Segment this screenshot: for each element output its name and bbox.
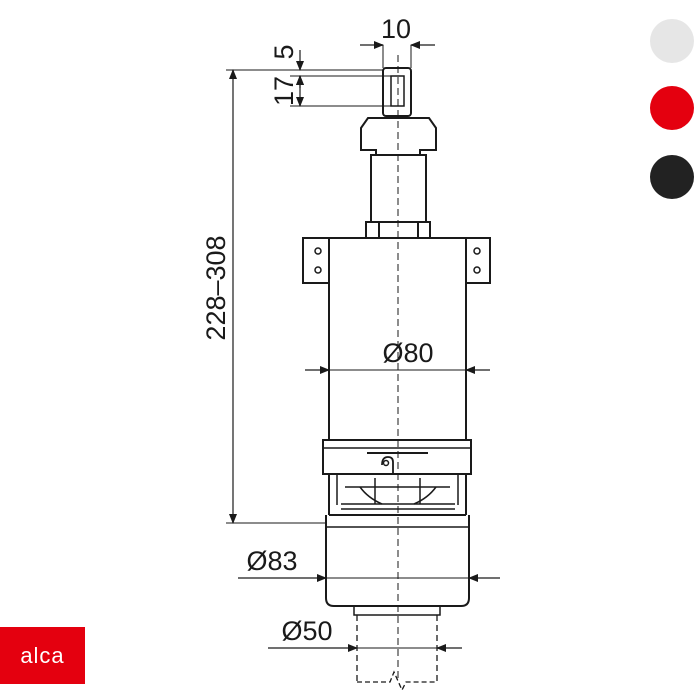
mounting-bracket-right <box>465 237 491 284</box>
dim-outlet-diameter: Ø50 <box>268 616 462 652</box>
dim-label-slot-offset: 5 <box>269 44 299 59</box>
brand-logo: alca <box>0 627 85 684</box>
dim-height-range: 228–308 <box>201 69 326 524</box>
outlet-pipe <box>356 615 438 692</box>
dim-body-diameter: Ø80 <box>305 338 490 374</box>
dim-label-slot-height: 17 <box>269 76 299 106</box>
top-rod <box>382 67 412 117</box>
color-option-black[interactable] <box>650 155 694 199</box>
float-cage <box>328 474 467 516</box>
dim-label-base-diameter: Ø83 <box>246 546 297 576</box>
color-option-red[interactable] <box>650 86 694 130</box>
dim-label-outlet-diameter: Ø50 <box>281 616 332 646</box>
dim-label-top-width: 10 <box>381 14 411 44</box>
collar-band <box>322 439 472 475</box>
dim-label-height-range: 228–308 <box>201 235 231 340</box>
dim-top-width: 10 <box>360 14 435 68</box>
color-option-white[interactable] <box>650 19 694 63</box>
base-seal <box>325 515 470 616</box>
dim-slot: 5 17 <box>269 44 391 107</box>
mounting-bracket-left <box>302 237 330 284</box>
brand-logo-text: alca <box>20 642 65 668</box>
dim-base-diameter: Ø83 <box>238 546 500 582</box>
dim-label-body-diameter: Ø80 <box>382 338 433 368</box>
